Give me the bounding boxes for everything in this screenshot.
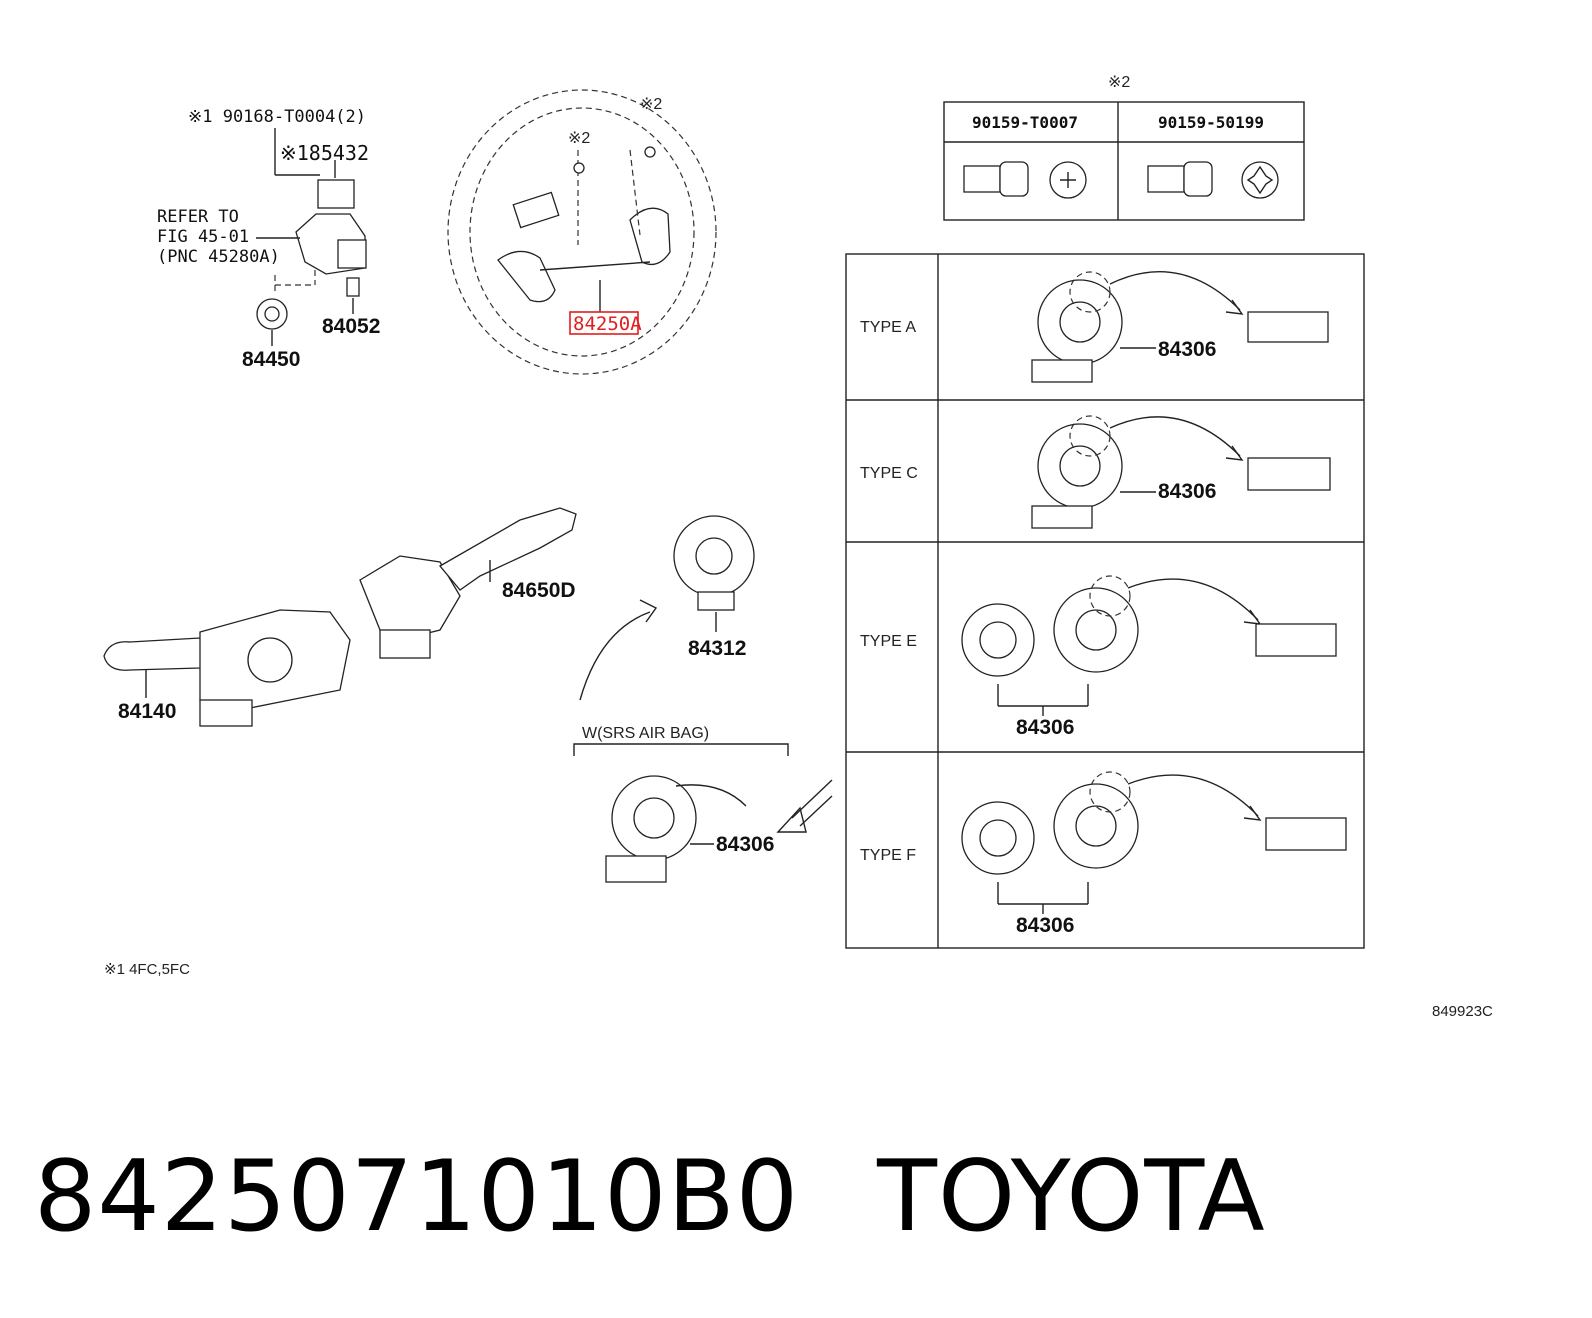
label-84312[interactable]: 84312 (688, 637, 746, 660)
refer-line-3: (PNC 45280A) (157, 247, 280, 267)
highlight-box-84250a (569, 311, 639, 335)
footer-part-number: 8425071010B0 (34, 1140, 800, 1254)
bolt-1-shank (963, 165, 1001, 193)
type-a-drawing: 84306 (1031, 271, 1329, 383)
label-84250a[interactable]: 84250A (573, 313, 642, 335)
steering-wheel-group: ※2 ※2 84250A (447, 89, 717, 375)
footer-brand: TOYOTA (877, 1140, 1266, 1254)
label-90168[interactable]: ※1 90168-T0004(2) (188, 107, 366, 127)
figure-code: 849923C (1432, 1003, 1493, 1020)
bolt-table-note: ※2 (1108, 74, 1130, 91)
part-84052-shape (346, 277, 360, 297)
sensor-84312-group: 84312 (579, 515, 755, 701)
right-switch-shape (629, 207, 671, 266)
type-c-label: TYPE C (860, 465, 918, 482)
label-84650d[interactable]: 84650D (502, 579, 576, 602)
note-2-right: ※2 (640, 96, 662, 113)
label-84052[interactable]: 84052 (322, 315, 380, 338)
srs-air-bag-group: W(SRS AIR BAG) 84306 (573, 725, 833, 883)
type-e-part[interactable]: 84306 (1016, 716, 1074, 739)
refer-line-1: REFER TO (157, 207, 239, 227)
type-f-label: TYPE F (860, 847, 916, 864)
bolt-2-shank (1147, 165, 1185, 193)
type-e-label: TYPE E (860, 633, 917, 650)
bolt-col-1: 90159-T0007 (972, 113, 1078, 132)
type-e-drawing: 84306 (961, 575, 1337, 739)
connector-a (1247, 311, 1329, 343)
type-a-label: TYPE A (860, 319, 916, 336)
torx-icon (1241, 161, 1279, 199)
bolt-table: ※2 90159-T0007 90159-50199 (943, 74, 1305, 221)
label-84450[interactable]: 84450 (242, 348, 300, 371)
bolt-1-head (999, 161, 1029, 197)
label-85432[interactable]: ※185432 (280, 141, 369, 165)
ignition-switch-group: ※1 90168-T0004(2) ※185432 REFER TO FIG 4… (157, 107, 380, 371)
connector-f (1265, 817, 1347, 851)
refer-line-2: FIG 45-01 (157, 227, 249, 247)
footer-caption: 8425071010B0 TOYOTA (34, 1140, 1266, 1254)
combination-switch-group: 84140 84650D (103, 507, 577, 727)
type-f-part[interactable]: 84306 (1016, 914, 1074, 937)
label-84306-main[interactable]: 84306 (716, 833, 774, 856)
type-f-drawing: 84306 (961, 771, 1347, 937)
type-c-part[interactable]: 84306 (1158, 480, 1216, 503)
wiper-lever-84650d-shape (439, 507, 577, 591)
key-cylinder-shape (317, 179, 355, 209)
connector-e (1255, 623, 1337, 657)
type-c-drawing: 84306 (1031, 415, 1331, 529)
label-84140[interactable]: 84140 (118, 700, 176, 723)
note-2-left: ※2 (568, 130, 590, 147)
spiral-cable-type-table: TYPE A TYPE C TYPE E TYPE F 84306 8430 (845, 253, 1365, 949)
footnote: ※1 4FC,5FC (104, 961, 190, 978)
bolt-2-head (1183, 161, 1213, 197)
steering-wheel-outline (447, 89, 717, 375)
bolt-col-2: 90159-50199 (1158, 113, 1264, 132)
left-switch-shape (497, 250, 556, 303)
srs-label: W(SRS AIR BAG) (582, 725, 709, 742)
type-a-part[interactable]: 84306 (1158, 338, 1216, 361)
connector-c (1247, 457, 1331, 491)
